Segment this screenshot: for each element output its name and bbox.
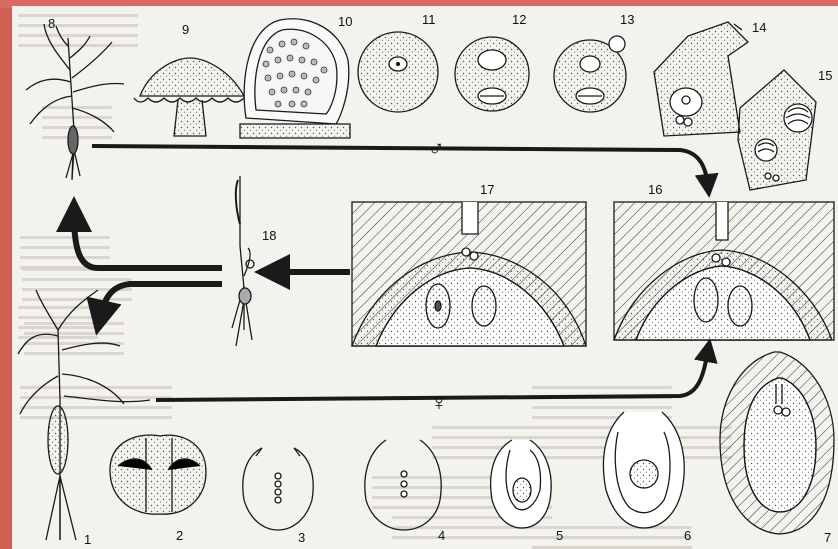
figure-18-seedling xyxy=(232,176,254,346)
figure-16-fertilization-section xyxy=(614,202,834,340)
label-9: 9 xyxy=(182,22,189,37)
figure-3-ovule xyxy=(243,448,313,530)
figure-9-male-cone xyxy=(134,58,244,136)
label-12: 12 xyxy=(512,12,526,27)
label-16: 16 xyxy=(648,182,662,197)
label-8: 8 xyxy=(48,16,55,31)
label-11: 11 xyxy=(422,12,436,27)
label-1: 1 xyxy=(84,532,91,547)
figure-8-male-plant xyxy=(26,24,124,180)
figure-15-sperm-cells xyxy=(738,70,816,190)
figure-5-ovule xyxy=(491,440,552,528)
female-symbol: ♀ xyxy=(430,389,448,416)
figure-6-ovule xyxy=(603,412,684,528)
figure-12-pollen-grain xyxy=(455,37,529,111)
figure-10-sporangium-section xyxy=(240,19,350,138)
label-17: 17 xyxy=(480,182,494,197)
figure-4-ovule xyxy=(365,440,441,530)
label-4: 4 xyxy=(438,528,445,543)
label-14: 14 xyxy=(752,20,766,35)
label-15: 15 xyxy=(818,68,832,83)
label-10: 10 xyxy=(338,14,352,29)
label-2: 2 xyxy=(176,528,183,543)
figure-2-megasporophyll xyxy=(110,435,206,514)
label-18: 18 xyxy=(262,228,276,243)
label-7: 7 xyxy=(824,530,831,545)
figure-11-microspore xyxy=(358,32,438,112)
label-3: 3 xyxy=(298,530,305,545)
male-line-arrow xyxy=(92,146,708,186)
figure-17-ovule-section xyxy=(352,202,586,346)
figure-13-pollen-grain xyxy=(554,36,626,112)
label-5: 5 xyxy=(556,528,563,543)
label-13: 13 xyxy=(620,12,634,27)
germination-arrows xyxy=(74,214,350,318)
label-6: 6 xyxy=(684,528,691,543)
figure-7-seed xyxy=(720,352,834,534)
male-symbol: ♂ xyxy=(428,136,445,161)
figure-14-pollen-tube xyxy=(654,22,748,136)
